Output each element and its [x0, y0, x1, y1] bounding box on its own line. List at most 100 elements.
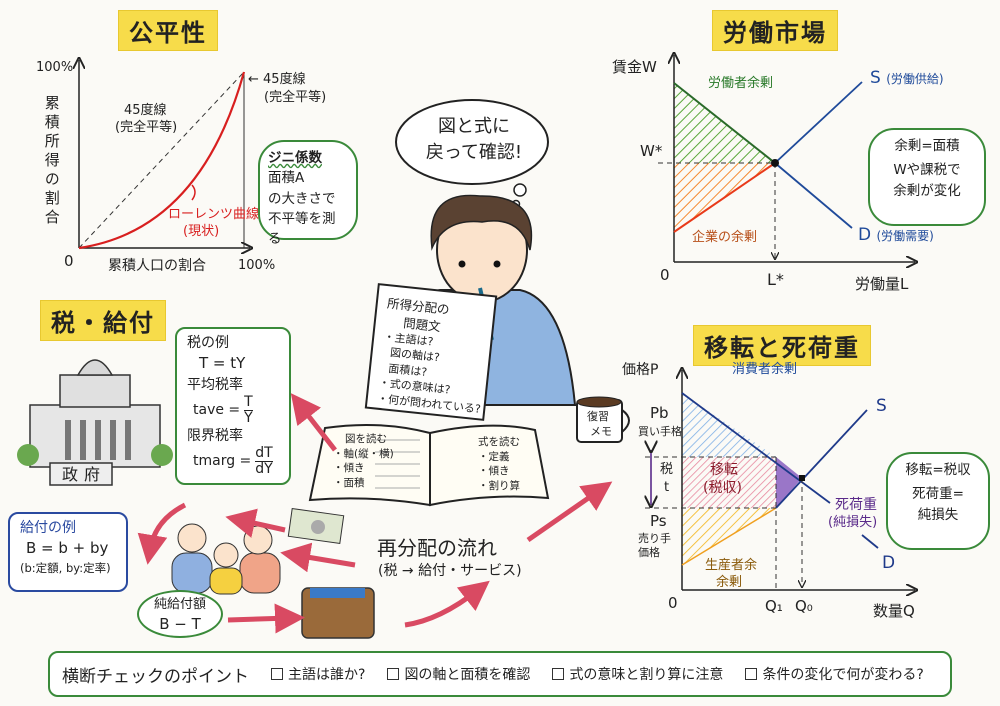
note-line: 余剰が変化 — [893, 182, 961, 199]
worker-surplus-label: 労働者余剰 — [708, 76, 774, 91]
labor-market-chart — [658, 55, 915, 262]
checklist-item-label: 図の軸と面積を確認 — [404, 667, 531, 683]
book-left-page: 図を読む ・軸(縦・横) ・傾き ・面積 — [333, 432, 394, 491]
thought-bubble — [395, 99, 549, 209]
price-axis-label: 価格P — [622, 362, 659, 378]
government-label: 政府 — [62, 465, 107, 484]
book-left-item: ・傾き — [333, 462, 365, 475]
producer-surplus-label: 生産者余 — [705, 558, 758, 573]
checklist-item-label: 条件の変化で何が変わる? — [762, 667, 924, 683]
producer-surplus-label: 余剰 — [716, 575, 743, 590]
flow-arrows — [137, 393, 613, 634]
mug-text: メモ — [590, 425, 612, 438]
checklist-title: 横断チェックのポイント — [62, 666, 249, 687]
origin-label: 0 — [64, 252, 74, 270]
x-axis-label: 累積人口の割合 — [108, 258, 206, 274]
note-line: 純損失 — [917, 506, 959, 523]
lorenz-label: ローレンツ曲線 — [168, 207, 260, 222]
mug-illustration — [576, 396, 630, 443]
lorenz-chart — [79, 60, 250, 248]
labor-title: 労働市場 — [712, 10, 838, 51]
y-axis-label: 累積所得の割合 — [42, 95, 61, 228]
checklist-item[interactable]: 図の軸と面積を確認 — [387, 664, 530, 684]
note-line: 移転=税収 — [905, 462, 971, 478]
numerator: T — [244, 394, 253, 412]
book-right-item: ・定義 — [478, 450, 510, 463]
lorenz-curve — [78, 71, 246, 250]
note-line: 死荷重= — [912, 486, 964, 503]
labor-axis-label: 労働量L — [855, 275, 909, 293]
numerator: dT — [255, 445, 273, 462]
equality-line-label: 45度線 — [124, 103, 167, 118]
cash-illustration — [287, 507, 345, 545]
checkbox-icon[interactable] — [387, 668, 400, 680]
checkbox-icon[interactable] — [271, 668, 283, 680]
quantity-axis-label: 数量Q — [873, 602, 915, 620]
open-book — [308, 423, 550, 507]
denominator: dY — [255, 460, 273, 477]
benefit-example-box: 給付の例 B = b + by (b:定額, by:定率) — [8, 512, 128, 592]
checklist-item-label: 式の意味と割り算に注意 — [569, 667, 724, 683]
checklist-item[interactable]: 式の意味と割り算に注意 — [552, 664, 723, 684]
problem-paper — [364, 283, 498, 421]
demand-letter: D — [858, 225, 872, 245]
labor-note: 余剰=面積 Wや課税で 余剰が変化 — [868, 128, 986, 226]
book-right-item: ・割り算 — [478, 480, 520, 493]
demand-sub: (労働需要) — [876, 229, 934, 243]
formula-lhs: tave = — [193, 402, 241, 419]
checklist-bar: 横断チェックのポイント 主語は誰か? 図の軸と面積を確認 式の意味と割り算に注意… — [48, 651, 952, 697]
flow-title: 再分配の流れ — [377, 536, 497, 560]
tax-benefit-title: 税・給付 — [40, 300, 166, 341]
book-left-item: ・面積 — [333, 477, 365, 490]
deadweight-sub: (純損失) — [828, 515, 878, 530]
equality-line-sub: (完全平等) — [115, 120, 178, 135]
checkbox-icon[interactable] — [552, 668, 565, 680]
benefit-note: (b:定額, by:定率) — [20, 561, 111, 576]
origin-label: 0 — [660, 266, 670, 284]
origin-label: 0 — [668, 594, 678, 612]
equality-line-sub-right: (完全平等) — [264, 90, 327, 105]
book-left-title: 図を読む — [345, 433, 387, 445]
benefit-formula: B = b + by — [26, 539, 109, 558]
gini-line: 不平等を測る — [268, 210, 336, 247]
lorenz-sub: (現状) — [183, 224, 220, 239]
marginal-rate-label: 限界税率 — [187, 427, 243, 444]
supply-curve — [774, 81, 863, 164]
tax-t: t — [664, 480, 670, 495]
ps-sub: 価格 — [638, 546, 660, 559]
net-benefit-label: 純給付額 — [153, 597, 206, 612]
gini-line: 面積A — [268, 170, 305, 187]
transfer-deadweight-chart — [645, 370, 915, 590]
checklist-item[interactable]: 条件の変化で何が変わる? — [745, 664, 924, 684]
checklist-item[interactable]: 主語は誰か? — [271, 664, 365, 684]
book-left-item: ・軸(縦・横) — [333, 447, 394, 460]
book-right-page: 式を読む ・定義 ・傾き ・割り算 — [478, 435, 520, 494]
government-building — [17, 359, 173, 486]
wallet-illustration — [301, 587, 375, 639]
x-max-label: 100% — [238, 258, 276, 273]
tax-box-title: 税の例 — [187, 335, 229, 351]
thought-line: 戻って確認! — [425, 142, 523, 163]
pb-label: Pb — [650, 404, 669, 422]
ps-label: Ps — [650, 512, 667, 530]
supply-sub: (労働供給) — [886, 72, 944, 86]
equality-line — [78, 71, 245, 249]
note-line: Wや課税で — [893, 162, 961, 179]
checkbox-icon[interactable] — [745, 668, 758, 680]
problem-paper-text: 所得分配の 問題文 ・主語は? 図の軸は? 面積は? ・式の意味は? ・何が問わ… — [376, 295, 497, 418]
deadweight-label: 死荷重 — [835, 497, 877, 513]
deadweight-triangle — [776, 457, 802, 508]
net-benefit-bubble: 純給付額 B − T — [137, 590, 223, 638]
tax-label: 税 — [660, 462, 674, 477]
ps-sub: 売り手 — [638, 532, 671, 545]
wage-axis-label: 賃金W — [612, 58, 657, 76]
y-max-label: 100% — [36, 60, 74, 75]
book-right-item: ・傾き — [478, 465, 510, 478]
denominator: Y — [244, 410, 253, 427]
pb-sub: 買い手格 — [638, 425, 682, 438]
